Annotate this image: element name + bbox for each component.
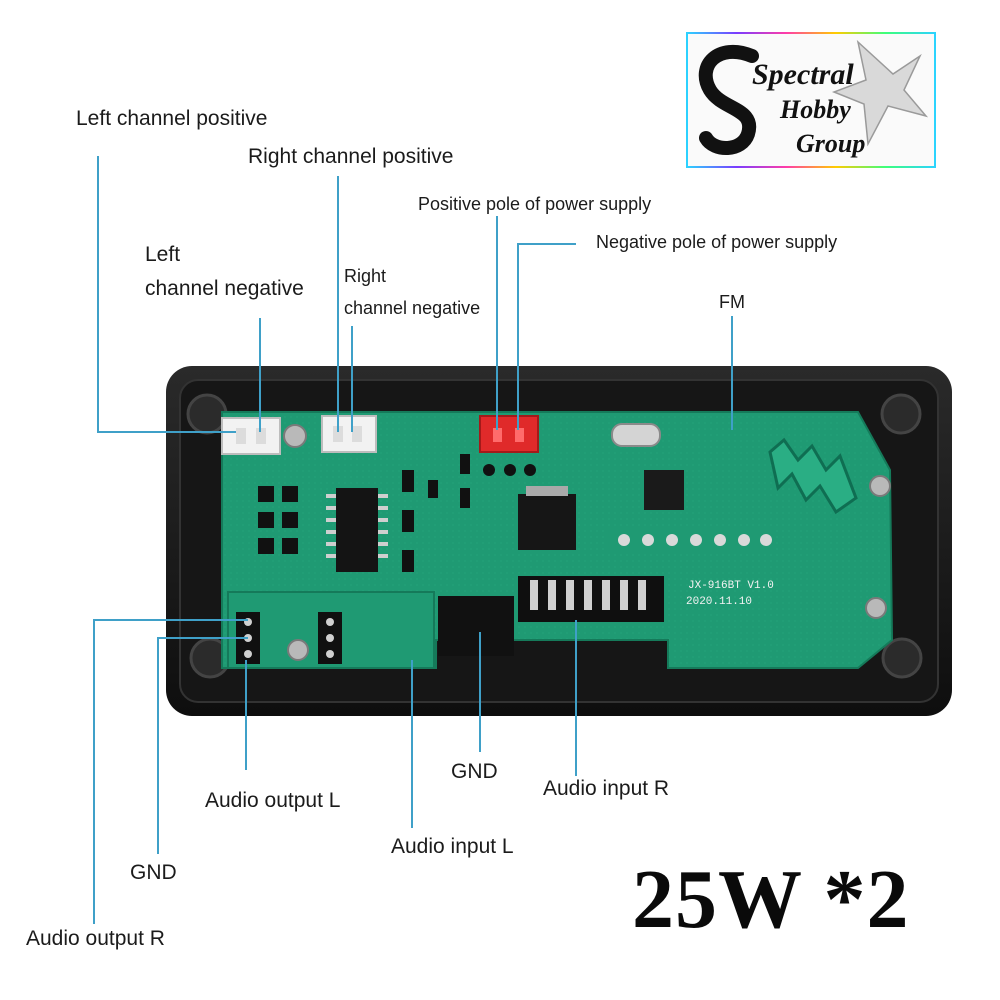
label-gnd-bottom: GND: [451, 760, 498, 783]
label-gnd-left: GND: [130, 861, 177, 884]
label-negative-pole-power: Negative pole of power supply: [596, 232, 838, 252]
label-audio-input-r: Audio input R: [543, 777, 670, 800]
mount-hole-br: [881, 637, 923, 679]
leader-lines: [93, 156, 733, 924]
logo-line2: Hobby: [779, 95, 851, 124]
mount-hole-tl: [186, 393, 228, 435]
leader-left-channel-positive: [97, 156, 236, 433]
board-date: 2020.11.10: [686, 596, 752, 608]
label-left-channel-negative: Left channel negative: [145, 243, 304, 300]
brand-logo: Spectral Hobby Group: [686, 32, 936, 168]
mount-hole-tr: [880, 393, 922, 435]
label-audio-input-l: Audio input L: [391, 835, 514, 858]
crystal: [611, 423, 661, 447]
label-audio-output-r: Audio output R: [26, 927, 165, 950]
amplifier-ic: [326, 488, 388, 572]
label-right-channel-negative: Right channel negative: [344, 266, 481, 318]
header-pins: [608, 528, 772, 552]
card-slot: [438, 576, 664, 656]
label-fm: FM: [719, 292, 745, 312]
logo-line1: Spectral: [752, 58, 854, 91]
leader-audio-output-r: [93, 619, 248, 924]
leader-negative-pole: [517, 243, 576, 430]
power-connector: [479, 415, 539, 476]
leader-gnd-left: [157, 637, 248, 854]
regulator: [518, 486, 576, 550]
right-speaker-connector: [321, 415, 377, 453]
label-audio-output-l: Audio output L: [205, 789, 341, 812]
label-positive-pole-power: Positive pole of power supply: [418, 194, 652, 214]
screw: [283, 424, 307, 448]
bluetooth-ic: [644, 470, 684, 510]
passive-components: [258, 454, 470, 572]
label-right-channel-positive: Right channel positive: [248, 145, 454, 168]
power-rating: 25W *2: [632, 853, 910, 946]
label-left-channel-positive: Left channel positive: [76, 107, 268, 130]
left-speaker-connector: [221, 417, 281, 455]
audio-input-header: [318, 612, 342, 664]
board-model: JX-916BT V1.0: [688, 580, 774, 592]
logo-line3: Group: [796, 129, 865, 158]
bluetooth-antenna: [768, 437, 858, 515]
